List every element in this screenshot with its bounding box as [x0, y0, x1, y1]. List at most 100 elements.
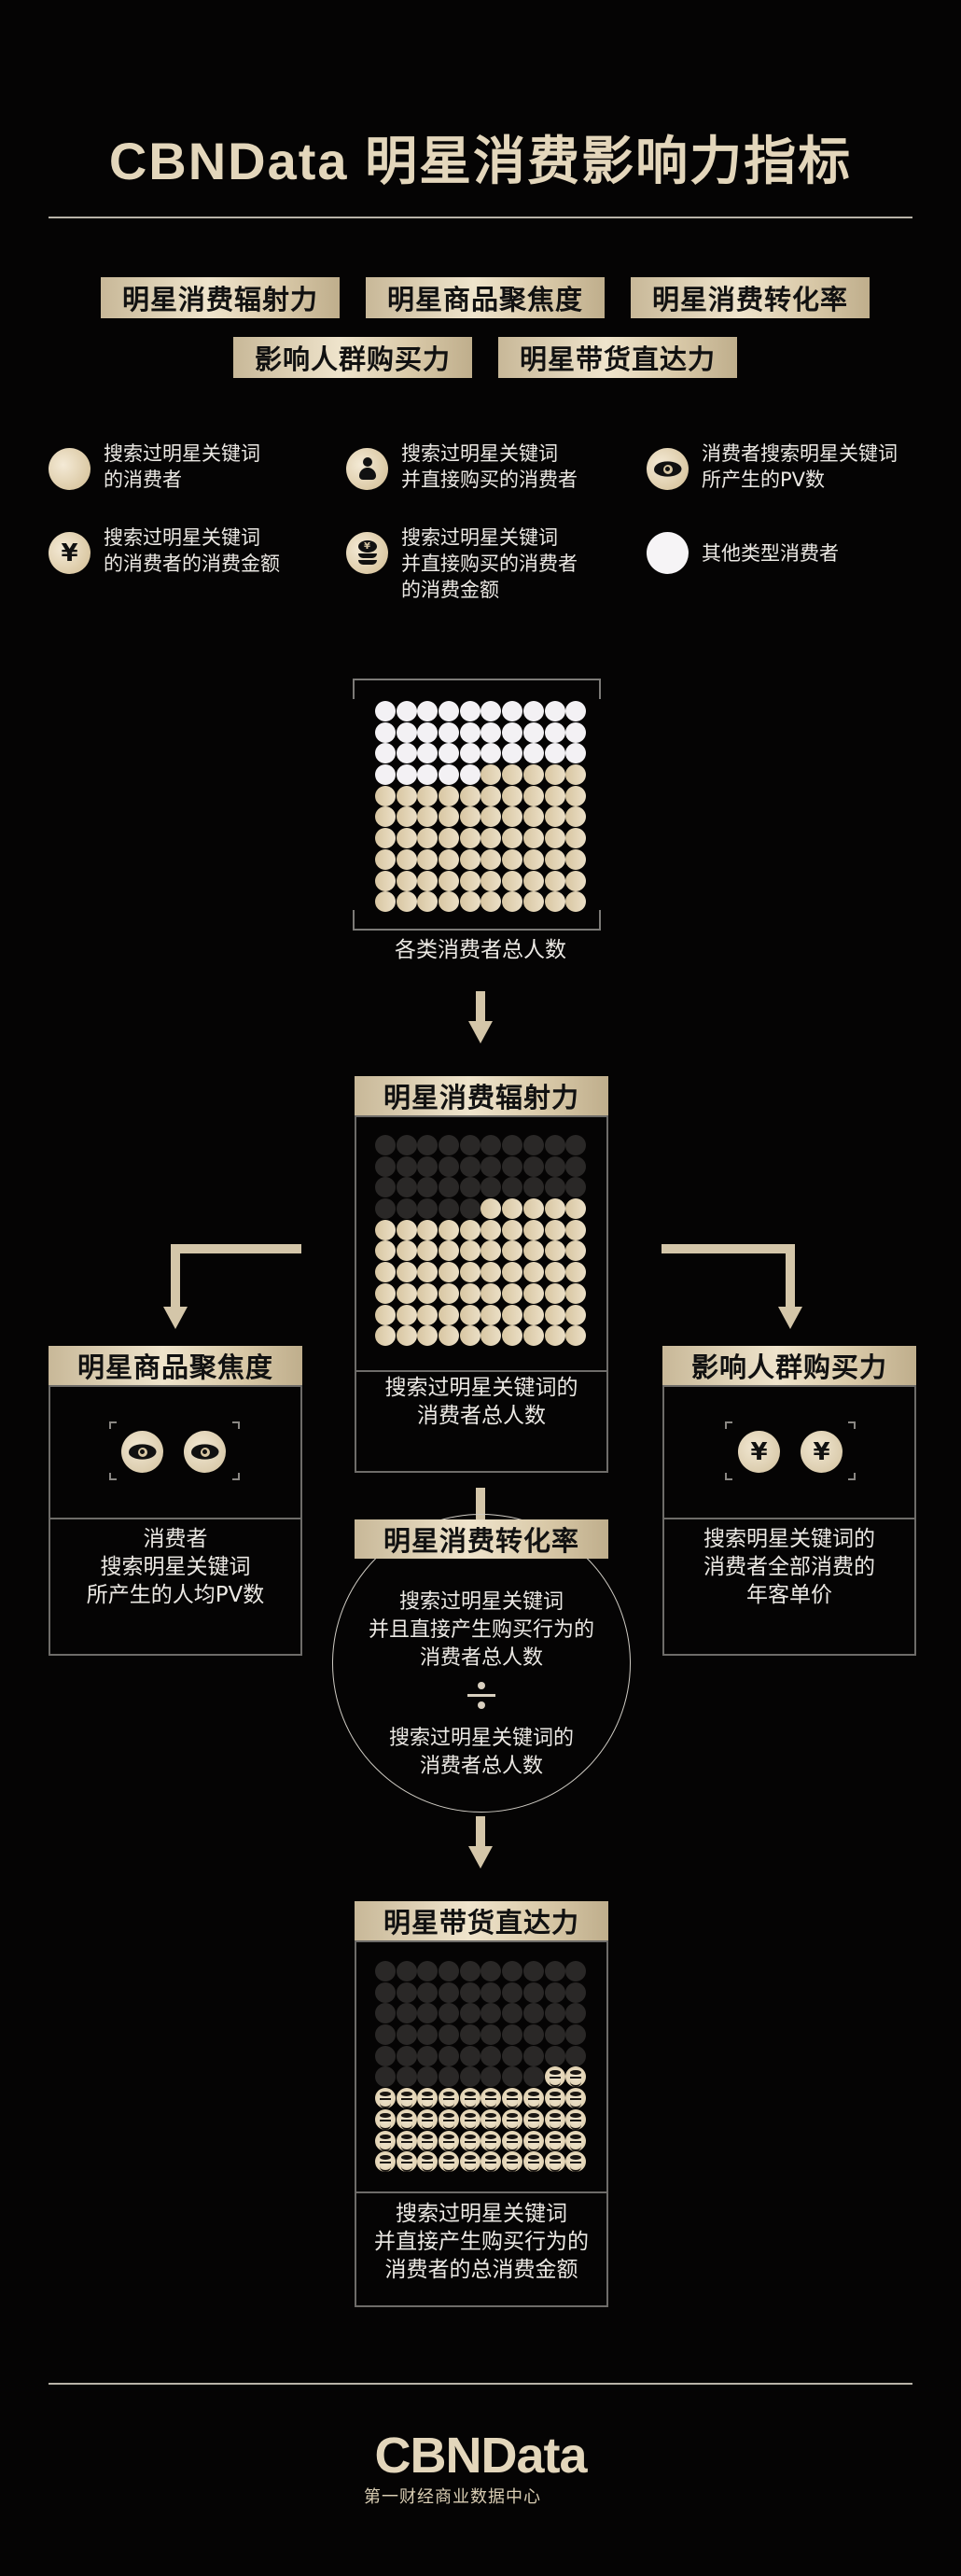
dark-dot	[522, 1135, 544, 1155]
gold-dot	[459, 1219, 480, 1240]
dark-dot	[459, 2024, 480, 2046]
dark-dot	[544, 2024, 565, 2046]
dark-dot	[375, 1198, 396, 1220]
gold-dot	[502, 828, 523, 849]
dark-dot	[459, 2066, 480, 2088]
gold-dot	[459, 891, 480, 913]
gold-dot	[396, 1304, 417, 1325]
gold-dot	[375, 891, 396, 913]
gold-dot	[522, 828, 544, 849]
dark-dot	[522, 1981, 544, 2003]
gold-dot	[417, 1219, 439, 1240]
dark-dot	[375, 2024, 396, 2046]
yen-icon: ¥	[738, 1431, 780, 1473]
white-dot	[480, 701, 502, 721]
coin-stack-icon	[544, 2130, 565, 2151]
gold-dot	[502, 1282, 523, 1304]
gold-dot	[565, 1282, 587, 1304]
dark-dot	[459, 2045, 480, 2066]
purchasing-power-box	[662, 1385, 916, 1656]
coin-stack-icon	[459, 2130, 480, 2151]
radiation-grid	[375, 1135, 587, 1347]
eye-icon	[647, 448, 689, 490]
dark-dot	[439, 2045, 460, 2066]
dark-dot	[396, 1981, 417, 2003]
eye-icon	[184, 1431, 226, 1473]
dark-dot	[396, 2066, 417, 2088]
gold-dot	[502, 1198, 523, 1220]
gold-dot	[439, 785, 460, 806]
person-icon	[346, 448, 388, 490]
white-dot	[417, 701, 439, 721]
direct-sales-caption: 搜索过明星关键词 并直接产生购买行为的 消费者的总消费金额	[374, 2202, 589, 2282]
gold-dot	[502, 1262, 523, 1283]
radiation-caption: 搜索过明星关键词的 消费者总人数	[384, 1376, 578, 1428]
white-dot	[544, 701, 565, 721]
gold-dot	[565, 1240, 587, 1262]
coin-stack-icon	[522, 2088, 544, 2109]
gold-dot	[396, 870, 417, 891]
dark-dot	[459, 1961, 480, 1981]
coin-stack-icon	[396, 2108, 417, 2130]
gold-dot	[396, 828, 417, 849]
yen-icon: ¥	[49, 532, 91, 574]
gold-dot	[502, 1304, 523, 1325]
gold-dot	[439, 1304, 460, 1325]
coin-stack-icon	[396, 2130, 417, 2151]
dark-dot	[565, 1981, 587, 2003]
dark-dot	[417, 2003, 439, 2024]
white-dot	[417, 764, 439, 786]
dark-dot	[375, 2066, 396, 2088]
dark-dot	[439, 1981, 460, 2003]
gold-dot	[565, 828, 587, 849]
white-dot	[439, 721, 460, 743]
gold-dot	[439, 870, 460, 891]
tag-conversion: 明星消费转化率	[631, 277, 870, 318]
dark-dot	[544, 1155, 565, 1177]
white-dot	[375, 721, 396, 743]
focus-box	[49, 1385, 302, 1656]
legend-item-spending: ¥ 搜索过明星关键词 的消费者的消费金额	[49, 526, 280, 577]
gold-dot	[502, 870, 523, 891]
gold-dot	[480, 806, 502, 828]
dark-dot	[396, 1961, 417, 1981]
white-dot	[565, 743, 587, 764]
coin-stack-icon	[522, 2108, 544, 2130]
dark-dot	[480, 1135, 502, 1155]
radiation-label: 明星消费辐射力	[355, 1076, 608, 1115]
dark-dot	[417, 1961, 439, 1981]
white-dot	[396, 743, 417, 764]
legend-item-other: 其他类型消费者	[647, 532, 839, 574]
gold-dot	[375, 1240, 396, 1262]
divide-icon	[467, 1680, 495, 1712]
coin-stack-icon	[565, 2151, 587, 2173]
coin-stack-icon	[565, 2130, 587, 2151]
dark-dot	[480, 1961, 502, 1981]
gold-dot	[544, 828, 565, 849]
dark-dot	[502, 2024, 523, 2046]
gold-dot	[396, 785, 417, 806]
purchasing-power-caption: 搜索明星关键词的 消费者全部消费的 年客单价	[703, 1527, 875, 1607]
dark-dot	[480, 2045, 502, 2066]
dark-dot	[502, 1177, 523, 1198]
all-consumers-grid	[375, 701, 587, 913]
white-dot	[459, 743, 480, 764]
white-dot	[502, 701, 523, 721]
gold-dot	[480, 785, 502, 806]
white-dot	[459, 764, 480, 786]
dark-dot	[522, 1155, 544, 1177]
footer-logo: CBNData	[374, 2428, 587, 2484]
yen-icon: ¥	[801, 1431, 843, 1473]
radiation-box	[355, 1115, 608, 1473]
gold-dot	[480, 870, 502, 891]
gold-dot	[480, 1198, 502, 1220]
coin-stack-icon	[417, 2088, 439, 2109]
gold-dot	[459, 785, 480, 806]
focus-caption: 消费者 搜索明星关键词 所产生的人均PV数	[86, 1527, 265, 1607]
coin-stack-icon	[544, 2088, 565, 2109]
dark-dot	[375, 1155, 396, 1177]
dark-dot	[439, 1155, 460, 1177]
legend-item-purchased: 搜索过明星关键词 并直接购买的消费者	[346, 442, 578, 493]
gold-dot	[544, 764, 565, 786]
gold-dot	[375, 1304, 396, 1325]
